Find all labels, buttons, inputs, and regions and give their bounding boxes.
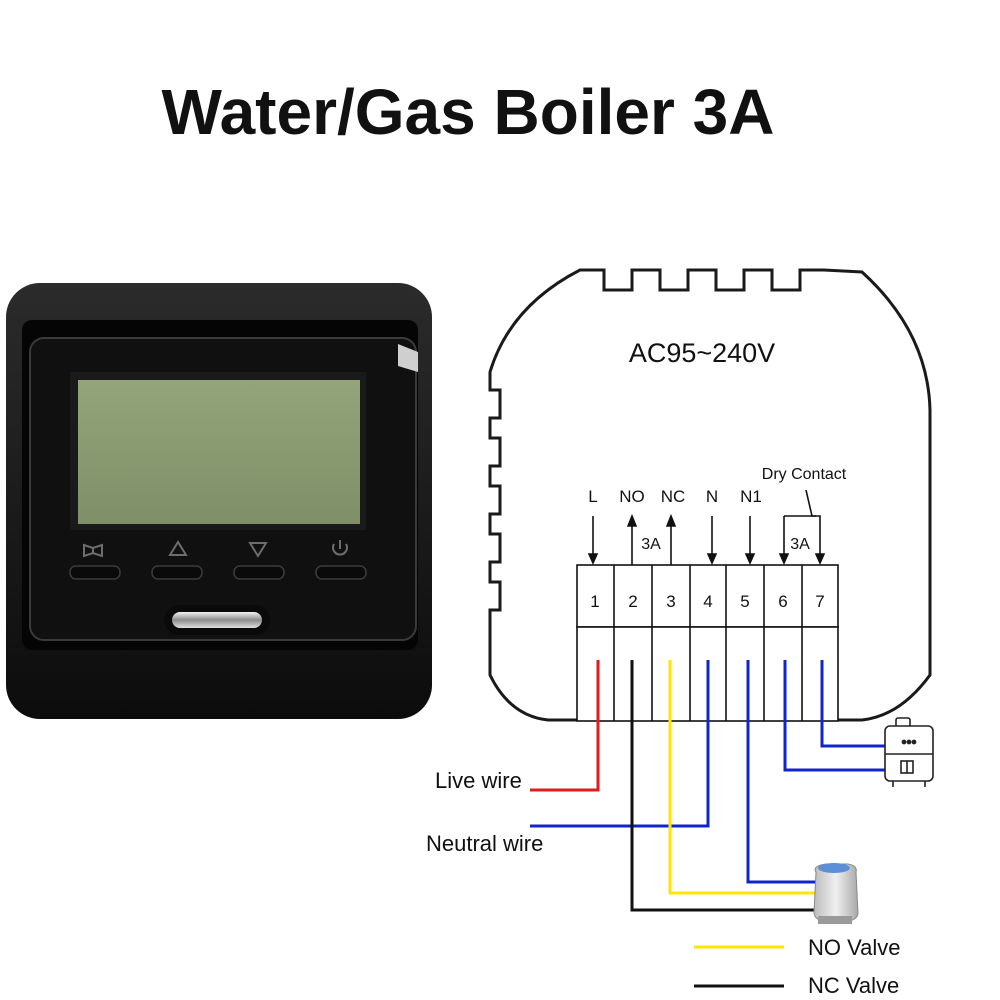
- neutral-wire-line: [530, 660, 710, 828]
- up-button[interactable]: [151, 565, 203, 580]
- page-title: Water/Gas Boiler 3A: [162, 76, 775, 148]
- power-button[interactable]: [315, 565, 367, 580]
- terminal-number-2: 2: [628, 592, 637, 611]
- no-wire-line: [668, 660, 815, 895]
- dry-contact-wire-6: [783, 660, 885, 772]
- dry-contact-wire-7: [820, 660, 885, 748]
- legend-no-valve-label: NO Valve: [808, 935, 901, 960]
- terminal-label-n1: N1: [740, 487, 762, 506]
- wires: [530, 660, 885, 912]
- boiler-icon: [884, 717, 934, 787]
- live-wire-label: Live wire: [435, 768, 522, 793]
- terminal-number-6: 6: [778, 592, 787, 611]
- terminal-number-7: 7: [815, 592, 824, 611]
- terminal-number-5: 5: [740, 592, 749, 611]
- terminal-number-4: 4: [703, 592, 712, 611]
- legend-nc-valve-label: NC Valve: [808, 973, 899, 998]
- n1-wire-line: [746, 660, 815, 884]
- chrome-slot: [172, 612, 262, 628]
- down-triangle-icon: [248, 542, 268, 558]
- live-wire-line: [530, 660, 600, 792]
- voltage-label: AC95~240V: [629, 338, 775, 368]
- menu-button[interactable]: [69, 565, 121, 580]
- book-icon: [83, 543, 103, 558]
- terminal-block: 1 2 3 4 5 6 7: [576, 564, 839, 722]
- lcd-screen: [78, 380, 360, 524]
- thermostat-device: [6, 283, 432, 719]
- terminal-label-n: N: [706, 487, 718, 506]
- terminal-label-no: NO: [619, 487, 645, 506]
- film-tab: [398, 344, 418, 372]
- legend: NO Valve NC Valve: [694, 935, 901, 998]
- valve-actuator-icon: [813, 863, 859, 924]
- terminal-label-l: L: [588, 487, 597, 506]
- amp-label-dry-contact: 3A: [790, 536, 810, 553]
- terminal-label-nc: NC: [661, 487, 686, 506]
- terminal-number-1: 1: [590, 592, 599, 611]
- nc-wire-line: [630, 660, 815, 912]
- amp-label-no-nc: 3A: [641, 536, 661, 553]
- power-icon: [332, 540, 348, 556]
- terminal-number-3: 3: [666, 592, 675, 611]
- neutral-wire-label: Neutral wire: [426, 831, 543, 856]
- down-button[interactable]: [233, 565, 285, 580]
- up-triangle-icon: [168, 540, 188, 556]
- dry-contact-label: Dry Contact: [762, 466, 847, 483]
